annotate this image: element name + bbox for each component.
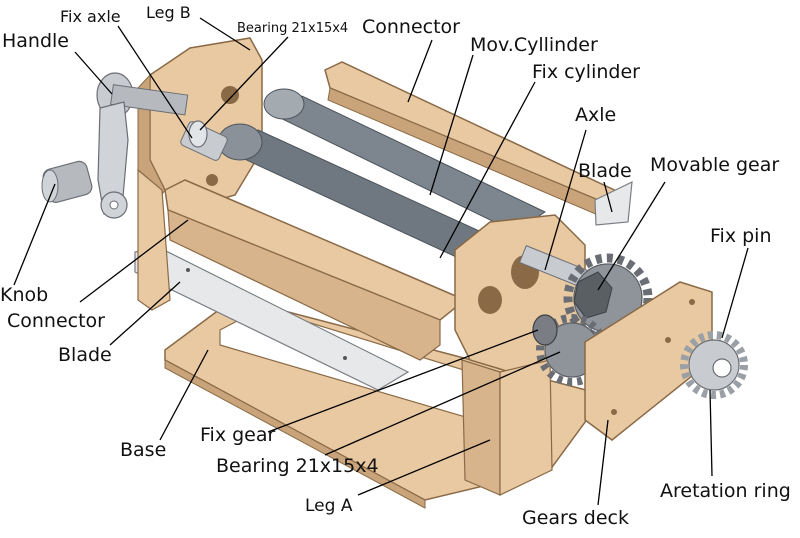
- blade-hole: [186, 268, 190, 272]
- leader-mov-cylinder: [429, 54, 474, 196]
- leg-b-plate: [149, 37, 263, 206]
- fix-pin-hole: [712, 358, 732, 378]
- label-bearing-top: Bearing 21x15x4: [237, 21, 349, 36]
- label-axle: Axle: [575, 104, 617, 126]
- label-blade-left: Blade: [58, 344, 112, 366]
- movable-gear-teeth: [563, 253, 653, 343]
- gears-deck-hole: [611, 409, 617, 415]
- label-aretation-ring: Aretation ring: [660, 480, 791, 502]
- leg-b-foot: [137, 168, 171, 311]
- leader-aretation-ring: [709, 389, 713, 477]
- blade-hole: [343, 356, 347, 360]
- label-knob: Knob: [0, 284, 49, 306]
- label-leg-a: Leg A: [305, 496, 353, 516]
- label-fix-cylinder: Fix cylinder: [532, 61, 640, 83]
- leader-bearing-bottom: [324, 351, 561, 456]
- label-leg-b: Leg B: [146, 3, 191, 22]
- leader-bearing-top: [199, 36, 289, 131]
- leader-connector-left: [79, 219, 189, 303]
- label-mov-cylinder: Mov.Cyllinder: [470, 34, 598, 56]
- leader-blade-left: [109, 281, 181, 346]
- label-gears-deck: Gears deck: [522, 507, 630, 529]
- bearing-bottom-ring: [532, 314, 558, 346]
- label-fix-axle: Fix axle: [60, 7, 121, 26]
- label-handle: Handle: [2, 30, 70, 52]
- aretation-ring-part: [680, 331, 748, 399]
- knob-end: [41, 169, 59, 203]
- leader-blade-right: [603, 181, 613, 213]
- gears-deck-hole: [665, 337, 671, 343]
- label-connector-left: Connector: [7, 310, 105, 332]
- leader-fix-axle: [117, 25, 193, 139]
- leader-leg-a: [357, 439, 491, 496]
- leader-fix-pin: [721, 247, 749, 339]
- leader-handle: [74, 51, 113, 95]
- leader-fix-gear: [267, 329, 539, 433]
- leg-b-part: [137, 37, 263, 311]
- leader-gears-deck: [597, 419, 609, 506]
- handle-shaft: [110, 84, 189, 116]
- label-fix-pin: Fix pin: [710, 225, 772, 247]
- leader-lines: [13, 17, 749, 506]
- base-plate-edge: [164, 359, 426, 509]
- handle-arm-hole: [109, 200, 119, 210]
- front-connector: [164, 179, 467, 321]
- mov-cylinder-end: [263, 88, 305, 120]
- rear-blade: [594, 180, 633, 226]
- leg-b-hole: [206, 174, 218, 186]
- label-bearing-bottom: Bearing 21x15x4: [216, 455, 379, 477]
- leader-connector-top: [407, 39, 433, 103]
- front-connector-face: [167, 209, 441, 361]
- label-blade-right: Blade: [578, 160, 632, 182]
- handle-part: [96, 72, 189, 219]
- mov-cylinder-part: [263, 88, 547, 233]
- leg-b-hole: [221, 86, 239, 104]
- leader-leg-b: [199, 17, 251, 51]
- leg-a-foot-side: [499, 359, 553, 496]
- label-fix-gear: Fix gear: [200, 424, 276, 446]
- leg-a-hole: [478, 286, 502, 314]
- leader-movable-gear: [597, 181, 666, 291]
- gears-deck-hole: [689, 299, 695, 305]
- label-connector-top: Connector: [362, 16, 460, 38]
- knob-part: [41, 160, 93, 203]
- label-base: Base: [120, 439, 167, 461]
- leader-base: [159, 349, 209, 441]
- movable-gear-part: [563, 253, 653, 343]
- leader-fix-cylinder: [439, 81, 536, 259]
- aretation-ring-teeth: [680, 331, 748, 399]
- leader-knob: [13, 183, 56, 286]
- label-movable-gear: Movable gear: [650, 154, 780, 176]
- leader-axle: [544, 129, 587, 271]
